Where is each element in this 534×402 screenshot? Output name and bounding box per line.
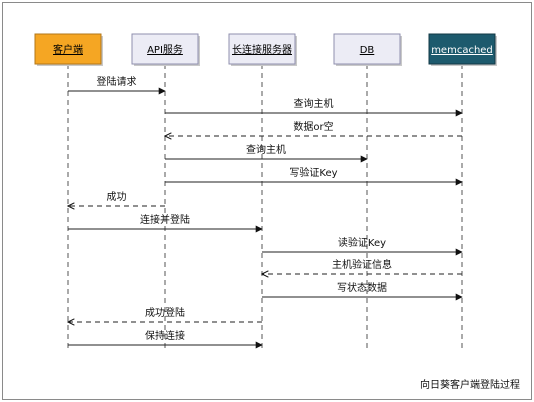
participant-box — [333, 33, 401, 65]
participant-box — [228, 33, 296, 65]
participant-label: 长连接服务器 — [232, 43, 292, 56]
message-3: 数据or空 — [165, 120, 462, 136]
message-4: 查询主机 — [165, 143, 368, 163]
participant-db: DB — [333, 33, 402, 66]
message-label: 成功 — [107, 191, 127, 203]
participant-longconn: 长连接服务器 — [228, 33, 297, 66]
message-label: 读验证Key — [338, 236, 386, 249]
message-1: 登陆请求 — [68, 75, 166, 95]
messages-group: 登陆请求查询主机数据or空查询主机写验证Key成功连接并登陆读验证Key主机验证… — [68, 75, 463, 349]
participant-box — [34, 33, 102, 65]
message-5: 写验证Key — [165, 166, 463, 186]
message-12: 保持连接 — [68, 329, 263, 349]
message-7: 连接并登陆 — [68, 213, 263, 233]
participant-label: DB — [360, 45, 375, 56]
message-label: 写验证Key — [289, 166, 337, 179]
participants-group: 客户端 API服务 长连接服务器 DB memcached — [34, 33, 497, 66]
participant-box — [428, 33, 496, 65]
message-label: 查询主机 — [294, 97, 334, 110]
message-label: 数据or空 — [293, 120, 333, 133]
diagram-caption: 向日葵客户端登陆过程 — [420, 380, 520, 391]
participant-memcached: memcached — [428, 33, 497, 66]
message-9: 主机验证信息 — [262, 258, 462, 274]
message-label: 查询主机 — [246, 143, 286, 156]
message-label: 成功登陆 — [145, 306, 185, 319]
message-label: 写状态数据 — [337, 281, 387, 294]
message-11: 成功登陆 — [68, 306, 262, 322]
participant-label: memcached — [431, 45, 493, 56]
message-label: 主机验证信息 — [332, 258, 392, 271]
participant-api: API服务 — [131, 33, 200, 66]
message-label: 保持连接 — [145, 329, 185, 342]
message-label: 连接并登陆 — [140, 213, 190, 226]
message-8: 读验证Key — [262, 236, 463, 256]
participant-label: API服务 — [147, 43, 183, 56]
participant-box — [131, 33, 199, 65]
message-10: 写状态数据 — [262, 281, 463, 301]
message-6: 成功 — [68, 191, 165, 206]
participant-label: 客户端 — [53, 43, 83, 56]
message-2: 查询主机 — [165, 97, 463, 117]
message-label: 登陆请求 — [97, 75, 137, 88]
participant-client: 客户端 — [34, 33, 103, 66]
